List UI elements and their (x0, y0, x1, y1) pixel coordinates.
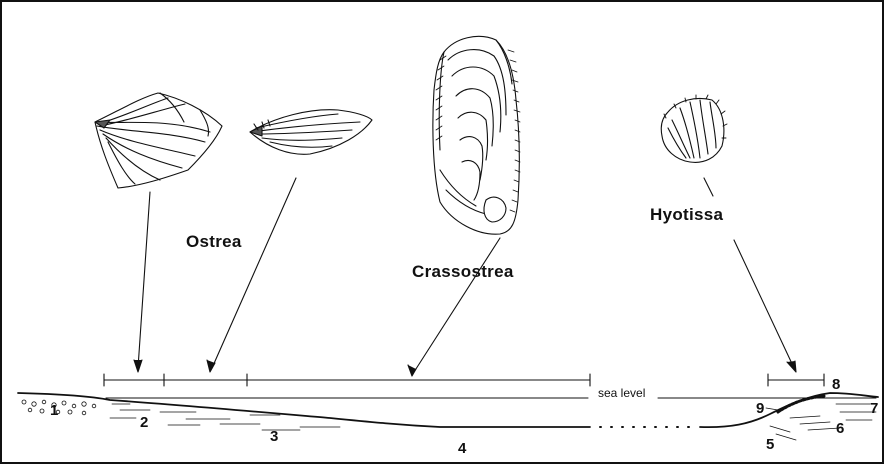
ostrea-label: Ostrea (186, 232, 242, 252)
hyotissa-label: Hyotissa (650, 205, 723, 225)
hyotissa-shell-icon (661, 95, 727, 162)
zone-label-1: 1 (50, 402, 58, 419)
zone-label-5: 5 (766, 436, 774, 453)
zone-label-6: 6 (836, 420, 844, 437)
zone-label-4: 4 (458, 440, 466, 457)
crassostrea-shell-icon (433, 36, 520, 234)
zone-label-9: 9 (756, 400, 764, 417)
ostrea-shell-left-icon (95, 93, 222, 188)
crassostrea-label: Crassostrea (412, 262, 514, 282)
sediment-right (766, 396, 876, 440)
sea-level-label: sea level (598, 386, 645, 400)
ostrea-shell-right-icon (250, 110, 372, 155)
zone-label-8: 8 (832, 376, 840, 393)
range-bars (104, 374, 824, 386)
zone-label-3: 3 (270, 428, 278, 445)
zone-label-7: 7 (870, 400, 878, 417)
zone-label-2: 2 (140, 414, 148, 431)
